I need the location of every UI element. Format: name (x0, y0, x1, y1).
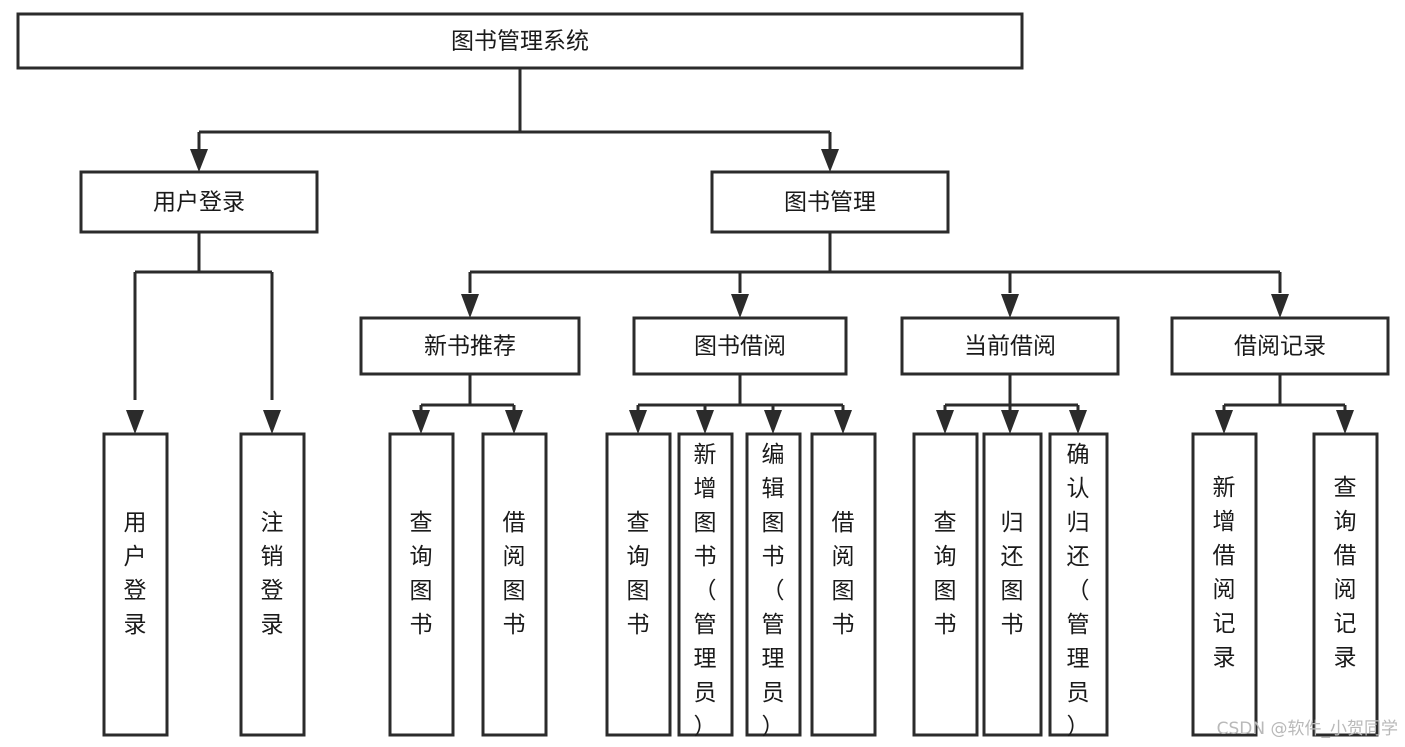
connector-book-borrow-bus (636, 374, 845, 412)
node-borrow-record-label: 借阅记录 (1234, 334, 1326, 360)
arrow-to-leaf-query-book-3 (936, 410, 954, 434)
node-leaf-return-book-box[interactable] (982, 432, 1043, 737)
connector-borrow-record-bus (1222, 374, 1347, 412)
arrow-to-leaf-query-book-2 (629, 410, 647, 434)
node-book-borrow-box[interactable] (632, 316, 848, 376)
arrow-to-leaf-add-book (696, 410, 714, 434)
node-book-manage-label: 图书管理 (784, 190, 876, 216)
node-new-book-recommend[interactable]: 新书推荐 (359, 316, 581, 376)
arrow-to-leaf-borrow-book-2 (834, 410, 852, 434)
node-leaf-borrow-book-1-label: 借阅图书 (503, 510, 526, 638)
node-new-book-recommend-label: 新书推荐 (424, 334, 516, 360)
arrow-to-leaf-query-record (1336, 410, 1354, 434)
node-book-manage-box[interactable] (710, 170, 950, 234)
node-leaf-borrow-book-2[interactable]: 借阅图书 (810, 432, 877, 737)
node-leaf-add-book-box[interactable] (677, 432, 734, 737)
node-leaf-user-logout-box[interactable] (239, 432, 306, 737)
arrow-to-leaf-user-login (126, 410, 144, 434)
node-leaf-add-record-box[interactable] (1191, 432, 1258, 737)
connector-new-book-recommend-bus (419, 374, 516, 412)
node-leaf-confirm-return-label: 确认归还（管理员） (1067, 442, 1090, 740)
node-leaf-borrow-book-2-label: 借阅图书 (832, 510, 855, 638)
node-leaf-add-book[interactable]: 新增图书（管理员） (677, 432, 734, 740)
arrow-to-book-borrow (731, 294, 749, 318)
arrow-to-leaf-add-record (1215, 410, 1233, 434)
node-new-book-recommend-box[interactable] (359, 316, 581, 376)
node-leaf-query-book-3-label: 查询图书 (934, 510, 957, 638)
node-user-login-box[interactable] (79, 170, 319, 234)
node-leaf-edit-book-label: 编辑图书（管理员） (762, 442, 785, 740)
node-leaf-user-logout-label: 注销登录 (261, 510, 284, 638)
node-current-borrow-label: 当前借阅 (964, 334, 1056, 360)
connector-layer (126, 68, 1354, 434)
node-borrow-record[interactable]: 借阅记录 (1170, 316, 1390, 376)
node-root-box[interactable] (16, 12, 1024, 70)
node-root-label: 图书管理系统 (451, 29, 589, 55)
node-leaf-query-book-2-label: 查询图书 (627, 510, 650, 638)
node-leaf-query-book-3-box[interactable] (912, 432, 979, 737)
arrow-to-leaf-query-book-1 (412, 410, 430, 434)
node-current-borrow[interactable]: 当前借阅 (900, 316, 1120, 376)
node-book-borrow[interactable]: 图书借阅 (632, 316, 848, 376)
connector-current-borrow-bus (943, 374, 1080, 412)
arrow-to-new-book-recommend (461, 294, 479, 318)
node-user-login-label: 用户登录 (153, 190, 245, 216)
node-leaf-user-login-label: 用户登录 (124, 510, 147, 638)
node-leaf-return-book-label: 归还图书 (1001, 510, 1024, 638)
arrow-to-leaf-borrow-book-1 (505, 410, 523, 434)
node-book-manage[interactable]: 图书管理 (710, 170, 950, 234)
node-leaf-query-book-2-box[interactable] (605, 432, 672, 737)
node-leaf-query-book-1[interactable]: 查询图书 (388, 432, 455, 737)
node-leaf-query-book-1-label: 查询图书 (410, 510, 433, 638)
node-leaf-add-book-label: 新增图书（管理员） (694, 442, 717, 740)
node-leaf-return-book[interactable]: 归还图书 (982, 432, 1043, 737)
connector-book-manage-bus (468, 232, 1282, 293)
node-leaf-add-record[interactable]: 新增借阅记录 (1191, 432, 1258, 737)
node-leaf-user-logout[interactable]: 注销登录 (239, 432, 306, 737)
node-leaf-edit-book-box[interactable] (745, 432, 802, 737)
arrow-to-leaf-confirm-return (1069, 410, 1087, 434)
arrow-to-current-borrow (1001, 294, 1019, 318)
arrow-to-borrow-record (1271, 294, 1289, 318)
node-leaf-query-record[interactable]: 查询借阅记录 (1312, 432, 1379, 737)
node-leaf-borrow-book-2-box[interactable] (810, 432, 877, 737)
node-leaf-borrow-book-1[interactable]: 借阅图书 (481, 432, 548, 737)
arrow-to-leaf-user-logout (263, 410, 281, 434)
node-book-borrow-label: 图书借阅 (694, 334, 786, 360)
node-leaf-user-login[interactable]: 用户登录 (102, 432, 169, 737)
arrow-to-leaf-edit-book (764, 410, 782, 434)
node-leaf-borrow-book-1-box[interactable] (481, 432, 548, 737)
node-leaf-query-book-3[interactable]: 查询图书 (912, 432, 979, 737)
node-leaf-confirm-return[interactable]: 确认归还（管理员） (1048, 432, 1109, 740)
node-leaf-query-book-2[interactable]: 查询图书 (605, 432, 672, 737)
node-leaf-edit-book[interactable]: 编辑图书（管理员） (745, 432, 802, 740)
node-leaf-add-record-label: 新增借阅记录 (1213, 475, 1236, 671)
node-leaf-user-login-box[interactable] (102, 432, 169, 737)
arrow-to-leaf-return-book (1001, 410, 1019, 434)
node-current-borrow-box[interactable] (900, 316, 1120, 376)
connector-root-to-level2 (197, 68, 832, 155)
arrow-root-to-book-manage (821, 149, 839, 172)
connector-user-login-bus (133, 232, 274, 400)
node-leaf-query-record-label: 查询借阅记录 (1334, 475, 1357, 671)
node-leaf-query-record-box[interactable] (1312, 432, 1379, 737)
node-leaf-confirm-return-box[interactable] (1048, 432, 1109, 737)
arrow-root-to-user-login (190, 149, 208, 172)
node-leaf-query-book-1-box[interactable] (388, 432, 455, 737)
node-borrow-record-box[interactable] (1170, 316, 1390, 376)
csdn-watermark: CSDN @软件_小贺同学 (1217, 719, 1398, 739)
node-user-login[interactable]: 用户登录 (79, 170, 319, 234)
node-root[interactable]: 图书管理系统 (16, 12, 1024, 70)
